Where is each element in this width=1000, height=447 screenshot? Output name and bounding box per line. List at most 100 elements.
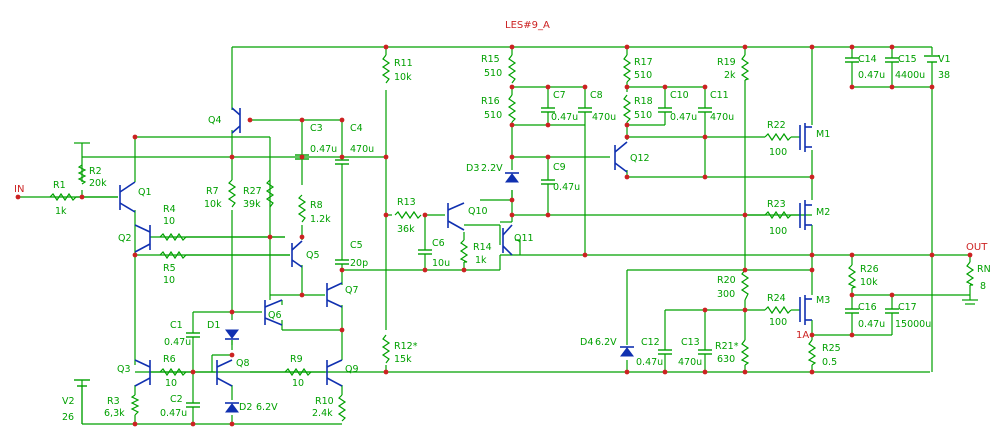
r8-ref: R8 bbox=[310, 200, 323, 211]
r25-value: 0.5 bbox=[822, 357, 837, 368]
r24-ref: R24 bbox=[767, 293, 786, 304]
c13-value: 470u bbox=[678, 357, 702, 368]
r18-value: 510 bbox=[634, 110, 652, 121]
r23-ref: R23 bbox=[767, 199, 786, 210]
r2-ref: R2 bbox=[89, 166, 102, 177]
rn-value: 8 bbox=[980, 281, 986, 292]
q5-label: Q5 bbox=[306, 250, 320, 261]
r19-value: 2k bbox=[724, 70, 736, 81]
c4-ref: C4 bbox=[350, 123, 363, 134]
r5-value: 10 bbox=[163, 275, 175, 286]
r13-ref: R13 bbox=[397, 197, 416, 208]
r6-value: 10 bbox=[165, 378, 177, 389]
r17-value: 510 bbox=[634, 70, 652, 81]
m3-label: M3 bbox=[816, 295, 830, 306]
q1-label: Q1 bbox=[138, 187, 152, 198]
q2-label: Q2 bbox=[118, 233, 132, 244]
r23-value: 100 bbox=[769, 226, 787, 237]
r22-ref: R22 bbox=[767, 120, 786, 131]
voltage-sources bbox=[74, 55, 940, 424]
c14-value: 0.47u bbox=[858, 70, 885, 81]
r17-ref: R17 bbox=[634, 57, 653, 68]
c12-value: 0.47u bbox=[636, 357, 663, 368]
c5-ref: C5 bbox=[350, 240, 363, 251]
r5-ref: R5 bbox=[163, 263, 176, 274]
r12-ref: R12* bbox=[394, 341, 418, 352]
port-out-label: OUT bbox=[966, 242, 988, 253]
c14-ref: C14 bbox=[858, 54, 877, 65]
rn-ref: RN bbox=[977, 264, 991, 275]
c11-ref: C11 bbox=[710, 90, 729, 101]
v2-ref: V2 bbox=[62, 396, 75, 407]
c9-value: 0.47u bbox=[553, 182, 580, 193]
c2-value: 0.47u bbox=[160, 408, 187, 419]
capacitor-symbols bbox=[186, 55, 899, 412]
r27-value: 39k bbox=[243, 199, 261, 210]
r14-ref: R14 bbox=[473, 242, 492, 253]
r1-ref: R1 bbox=[53, 180, 66, 191]
c5-value: 20p bbox=[350, 258, 368, 269]
r16-ref: R16 bbox=[481, 96, 500, 107]
r15-value: 510 bbox=[484, 68, 502, 79]
c17-ref: C17 bbox=[898, 302, 917, 313]
transistor-symbols bbox=[119, 107, 628, 387]
v2-value: 26 bbox=[62, 412, 74, 423]
r8-value: 1.2k bbox=[310, 214, 331, 225]
ground-symbols bbox=[74, 142, 978, 305]
r9-value: 10 bbox=[292, 378, 304, 389]
q8-label: Q8 bbox=[236, 358, 250, 369]
c1-value: 0.47u bbox=[164, 337, 191, 348]
r20-ref: R20 bbox=[717, 275, 736, 286]
v1-ref: V1 bbox=[938, 54, 951, 65]
c1-ref: C1 bbox=[170, 320, 183, 331]
r3-ref: R3 bbox=[107, 396, 120, 407]
c17-value: 15000u bbox=[895, 319, 931, 330]
r18-ref: R18 bbox=[634, 96, 653, 107]
r15-ref: R15 bbox=[481, 54, 500, 65]
q10-label: Q10 bbox=[468, 206, 488, 217]
c12-ref: C12 bbox=[641, 337, 660, 348]
r25-ref: R25 bbox=[822, 343, 841, 354]
r1-value: 1k bbox=[55, 206, 67, 217]
d2-value: 6.2V bbox=[256, 402, 278, 413]
q6-label: Q6 bbox=[268, 310, 282, 321]
r26-value: 10k bbox=[860, 277, 878, 288]
r11-value: 10k bbox=[394, 72, 412, 83]
junction-dots bbox=[15, 44, 973, 427]
c4-value: 470u bbox=[350, 144, 374, 155]
r7-value: 10k bbox=[204, 199, 222, 210]
r4-value: 10 bbox=[163, 216, 175, 227]
port-in-label: IN bbox=[14, 184, 24, 195]
d4-value: 6.2V bbox=[595, 337, 617, 348]
c15-value: 4400u bbox=[895, 70, 925, 81]
diode-symbols bbox=[225, 172, 634, 413]
mosfet-symbols bbox=[799, 123, 812, 325]
q4-label: Q4 bbox=[208, 115, 222, 126]
q12-label: Q12 bbox=[630, 153, 650, 164]
q9-label: Q9 bbox=[345, 364, 359, 375]
c10-value: 0.47u bbox=[670, 112, 697, 123]
r7-ref: R7 bbox=[206, 186, 219, 197]
c7-ref: C7 bbox=[553, 90, 566, 101]
r22-value: 100 bbox=[769, 147, 787, 158]
c6-ref: C6 bbox=[432, 238, 445, 249]
c16-ref: C16 bbox=[858, 302, 877, 313]
d2-ref: D2 bbox=[239, 402, 252, 413]
r11-ref: R11 bbox=[394, 58, 413, 69]
r9-ref: R9 bbox=[290, 354, 303, 365]
c3-value: 0.47u bbox=[310, 144, 337, 155]
r20-value: 300 bbox=[717, 289, 735, 300]
r6-ref: R6 bbox=[163, 354, 176, 365]
v1-value: 38 bbox=[938, 70, 950, 81]
r14-value: 1k bbox=[475, 255, 487, 266]
c8-ref: C8 bbox=[590, 90, 603, 101]
c15-ref: C15 bbox=[898, 54, 917, 65]
current-annotation: 1A bbox=[796, 330, 809, 341]
c2-ref: C2 bbox=[170, 394, 183, 405]
r10-ref: R10 bbox=[315, 396, 334, 407]
c7-value: 0.47u bbox=[551, 112, 578, 123]
r13-value: 36k bbox=[397, 224, 415, 235]
c16-value: 0.47u bbox=[858, 319, 885, 330]
r12-value: 15k bbox=[394, 354, 412, 365]
